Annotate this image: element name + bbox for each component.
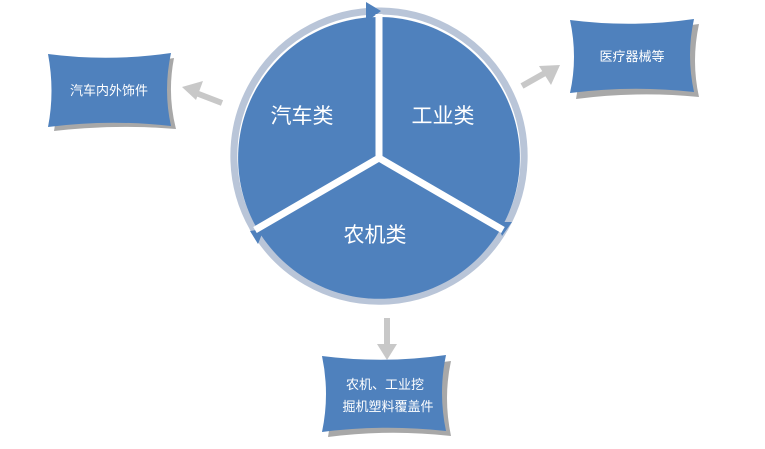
segment-label-automotive: 汽车类 (271, 104, 334, 128)
callout-text-line: 农机、工业挖 (346, 378, 424, 393)
callout-box (570, 19, 694, 93)
callout-automotive-parts: 汽车内外饰件 (48, 53, 176, 131)
callout-box (322, 355, 446, 432)
connector-arrows (182, 65, 560, 360)
segment-agricultural (257, 158, 501, 299)
callout-text-line: 医疗器械等 (599, 49, 664, 65)
segment-label-industrial: 工业类 (412, 104, 475, 128)
callout-box (48, 53, 171, 127)
callout-medical-devices: 医疗器械等 (570, 19, 699, 99)
divider-right (377, 154, 505, 234)
cycle-segments: 汽车类 工业类 农机类 (238, 14, 520, 299)
arrow-to-automotive-parts (182, 81, 224, 106)
cycle-arrowhead-top (366, 2, 381, 22)
arrow-to-medical-devices (520, 65, 560, 89)
callout-text-line: 汽车内外饰件 (70, 83, 148, 99)
divider-left (253, 154, 381, 234)
arrow-to-agricultural-covers (377, 318, 397, 360)
callout-agricultural-covers: 农机、工业挖 掘机塑料覆盖件 (322, 355, 451, 437)
callout-text-line: 掘机塑料覆盖件 (342, 400, 433, 415)
segment-label-agricultural: 农机类 (344, 223, 407, 247)
